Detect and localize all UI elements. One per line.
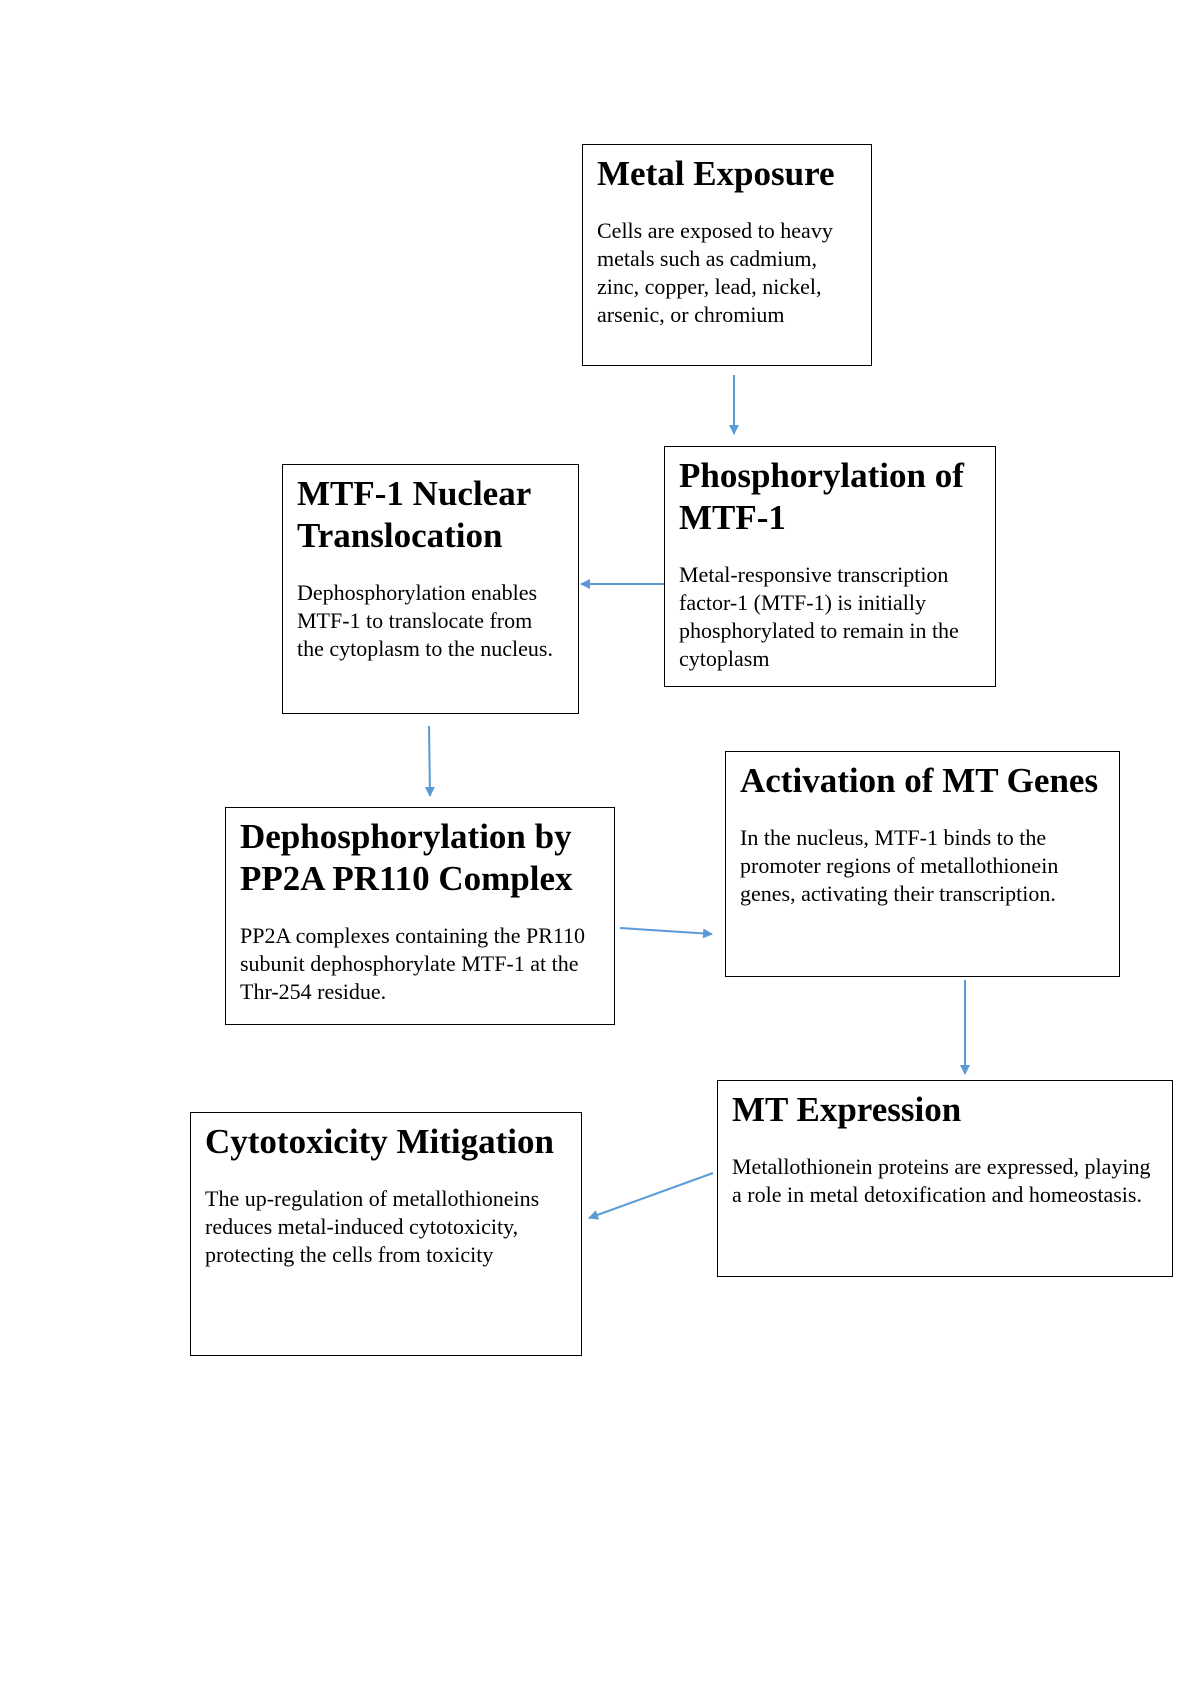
phosphorylation-description: Metal-responsive transcription factor-1 … — [679, 562, 959, 671]
phosphorylation-box: Phosphorylation of MTF-1 Metal-responsiv… — [664, 446, 996, 687]
mt-expression-title: MT Expression — [732, 1090, 962, 1129]
phosphorylation-title: Phosphorylation of MTF-1 — [679, 456, 964, 537]
dephosphorylation-description: PP2A complexes containing the PR110 subu… — [240, 923, 586, 1004]
metal-exposure-box: Metal Exposure Cells are exposed to heav… — [582, 144, 872, 366]
arrow-expression-to-cytotoxicity — [588, 1172, 714, 1220]
nuclear-translocation-title: MTF-1 Nuclear Translocation — [297, 474, 531, 555]
arrow-translocation-to-dephosphorylation — [424, 725, 435, 797]
nuclear-translocation-box: MTF-1 Nuclear Translocation Dephosphoryl… — [282, 464, 579, 714]
activation-box: Activation of MT Genes In the nucleus, M… — [725, 751, 1120, 977]
cytotoxicity-title: Cytotoxicity Mitigation — [205, 1122, 554, 1161]
cytotoxicity-description: The up-regulation of metallothioneins re… — [205, 1186, 540, 1267]
nuclear-translocation-description: Dephosphorylation enables MTF-1 to trans… — [297, 580, 553, 661]
cytotoxicity-box: Cytotoxicity Mitigation The up-regulatio… — [190, 1112, 582, 1356]
dephosphorylation-box: Dephosphorylation by PP2A PR110 Complex … — [225, 807, 615, 1025]
activation-title: Activation of MT Genes — [740, 761, 1099, 800]
dephosphorylation-title: Dephosphorylation by PP2A PR110 Complex — [240, 817, 573, 898]
metal-exposure-description: Cells are exposed to heavy metals such a… — [597, 218, 833, 327]
mt-expression-description: Metallothionein proteins are expressed, … — [732, 1154, 1151, 1207]
mt-expression-box: MT Expression Metallothionein proteins a… — [717, 1080, 1173, 1277]
activation-description: In the nucleus, MTF-1 binds to the promo… — [740, 825, 1059, 906]
metal-exposure-title: Metal Exposure — [597, 154, 835, 193]
arrow-dephosphorylation-to-activation — [619, 927, 713, 939]
